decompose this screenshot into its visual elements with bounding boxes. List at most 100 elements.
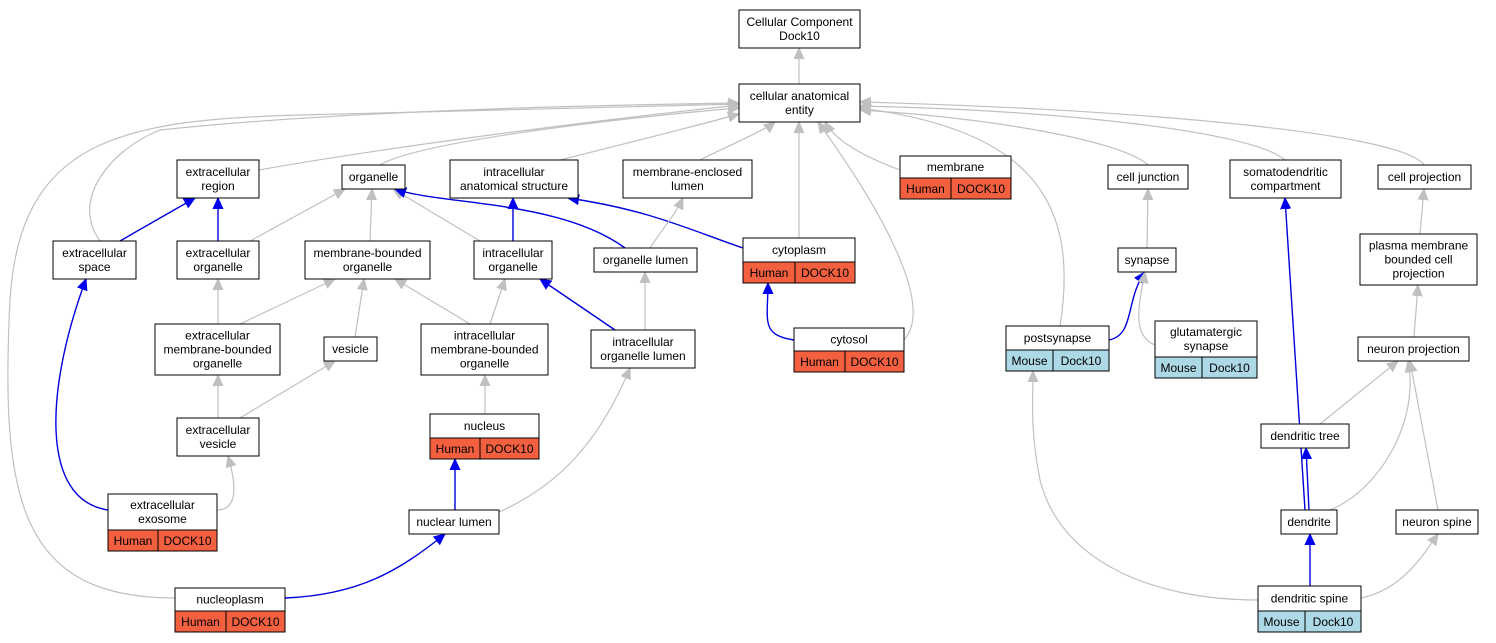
edge-mem-to-cae <box>825 122 901 171</box>
node-box <box>1005 325 1110 351</box>
node-ves[interactable]: vesicle <box>323 336 378 362</box>
gene-cell <box>479 437 540 460</box>
node-label: extracellular <box>130 498 195 512</box>
node-label: intracellular <box>482 246 543 260</box>
node-label: vesicle <box>200 437 237 451</box>
node-label: membrane-bounded <box>163 343 271 357</box>
node-label: exosome <box>138 512 187 526</box>
node-orl[interactable]: organelle lumen <box>593 247 698 273</box>
node-label: cytosol <box>830 333 867 347</box>
gene-cell <box>157 529 218 552</box>
node-nsp[interactable]: neuron spine <box>1395 509 1479 535</box>
edge-ves-to-mbo <box>354 279 364 338</box>
edge-ds-to-pos <box>1033 371 1259 601</box>
node-label: compartment <box>1250 179 1321 193</box>
node-label: plasma membrane <box>1369 239 1469 253</box>
edge-pos-to-cae <box>860 108 1065 327</box>
edge-cp-to-cae <box>860 102 1425 166</box>
node-label: extracellular <box>185 329 250 343</box>
node-box <box>408 509 500 535</box>
edge-eco-to-org <box>249 189 345 242</box>
node-label: cellular anatomical <box>750 89 849 103</box>
edge-exo-to-ev <box>216 456 234 511</box>
gene-label: Dock10 <box>1061 354 1102 368</box>
gene-label: Dock10 <box>1313 615 1354 629</box>
node-label: Cellular Component <box>746 15 853 29</box>
node-box <box>323 336 378 362</box>
node-box <box>590 329 696 369</box>
node-label: neuron projection <box>1367 342 1460 356</box>
species-label: Human <box>750 266 789 280</box>
species-label: Human <box>800 355 839 369</box>
node-label: anatomical structure <box>460 179 568 193</box>
node-label: membrane-enclosed <box>633 165 742 179</box>
node-label: cell projection <box>1388 170 1461 184</box>
node-box <box>176 159 260 199</box>
node-label: Dock10 <box>779 29 820 43</box>
gene-cell <box>950 177 1012 200</box>
edge-npl-to-nl <box>284 534 445 599</box>
gene-cell <box>1304 610 1362 633</box>
node-box <box>176 417 260 457</box>
node-box <box>1260 423 1350 449</box>
node-label: lumen <box>671 179 704 193</box>
node-box <box>1357 336 1470 362</box>
node-np[interactable]: neuron projection <box>1357 336 1470 362</box>
node-org[interactable]: organelle <box>341 164 406 190</box>
species-label: Mouse <box>1160 361 1196 375</box>
node-nl[interactable]: nuclear lumen <box>408 509 500 535</box>
node-label: organelle <box>488 260 538 274</box>
node-box <box>1257 585 1362 612</box>
node-cj[interactable]: cell junction <box>1107 164 1189 190</box>
node-label: extracellular <box>186 246 251 260</box>
edge-den-to-np <box>1329 361 1410 511</box>
gene-cell <box>225 610 286 633</box>
node-label: extracellular <box>186 165 251 179</box>
node-label: organelle <box>193 260 243 274</box>
edge-ev-to-ves <box>239 361 335 419</box>
node-box <box>1229 159 1342 199</box>
node-dt[interactable]: dendritic tree <box>1260 423 1350 449</box>
gene-label: DOCK10 <box>485 442 533 456</box>
node-den[interactable]: dendrite <box>1280 509 1338 535</box>
edge-org-to-cae <box>379 108 739 166</box>
node-cp[interactable]: cell projection <box>1377 164 1472 190</box>
species-label: Mouse <box>1011 354 1047 368</box>
gene-cell <box>1052 349 1110 372</box>
edge-ecr-to-cae <box>258 105 739 171</box>
node-syn[interactable]: synapse <box>1117 247 1177 273</box>
node-box <box>449 159 579 199</box>
edge-np-to-pmb <box>1414 285 1418 338</box>
node-box <box>420 323 549 376</box>
node-label: dendritic tree <box>1270 429 1340 443</box>
node-label: organelle <box>343 260 393 274</box>
edge-emb-to-mbo <box>239 278 335 325</box>
edge-imb-to-ico <box>489 279 505 325</box>
node-label: neuron spine <box>1402 515 1472 529</box>
